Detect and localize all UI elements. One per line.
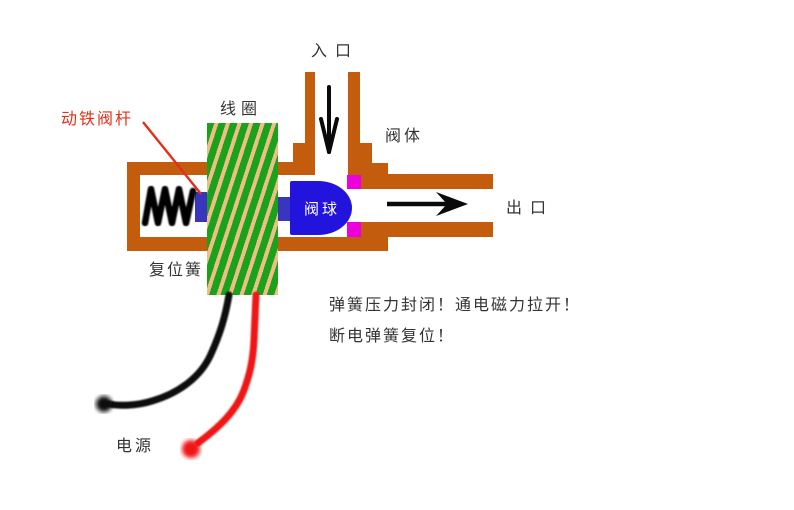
power-label: 电源 bbox=[116, 438, 155, 455]
outlet-label: 出口 bbox=[506, 200, 555, 217]
solenoid-coil bbox=[207, 123, 278, 295]
inlet-right-step bbox=[348, 143, 372, 163]
note-line-2: 断电弹簧复位！ bbox=[329, 328, 456, 345]
inlet-flow-arrow-icon bbox=[319, 85, 339, 154]
inlet-label: 入口 bbox=[311, 43, 360, 60]
red-power-wire bbox=[182, 291, 260, 458]
note-line-1: 弹簧压力封闭！通电磁力拉开！ bbox=[329, 297, 582, 314]
valve-ball: 阀球 bbox=[290, 181, 352, 235]
red-wire-terminal bbox=[182, 440, 200, 458]
return-spring bbox=[141, 185, 197, 227]
valve-ball-label: 阀球 bbox=[303, 201, 340, 218]
armature-stem-left bbox=[195, 192, 207, 222]
valve-seat-bottom bbox=[347, 222, 361, 237]
valve-body-right-block bbox=[348, 163, 388, 176]
coil-label: 线圈 bbox=[220, 101, 263, 118]
outlet-flow-arrow-icon bbox=[387, 192, 468, 216]
inlet-left-step bbox=[293, 143, 315, 162]
valve-seat-top bbox=[347, 175, 361, 189]
inlet-pipe-right-wall bbox=[348, 72, 360, 145]
valve-body-label: 阀体 bbox=[385, 128, 424, 145]
housing-left-wall bbox=[127, 162, 140, 251]
outlet-pipe-top-wall bbox=[360, 174, 493, 189]
outlet-pipe-bottom-wall bbox=[360, 222, 493, 237]
inlet-pipe-left-wall bbox=[305, 72, 315, 145]
black-power-wire bbox=[96, 291, 233, 412]
armature-stem-right bbox=[278, 197, 291, 221]
armature-pointer-line bbox=[142, 121, 202, 195]
armature-stem-label: 动铁阀杆 bbox=[61, 111, 134, 128]
black-wire-terminal bbox=[96, 396, 112, 412]
return-spring-label: 复位簧 bbox=[149, 262, 204, 279]
